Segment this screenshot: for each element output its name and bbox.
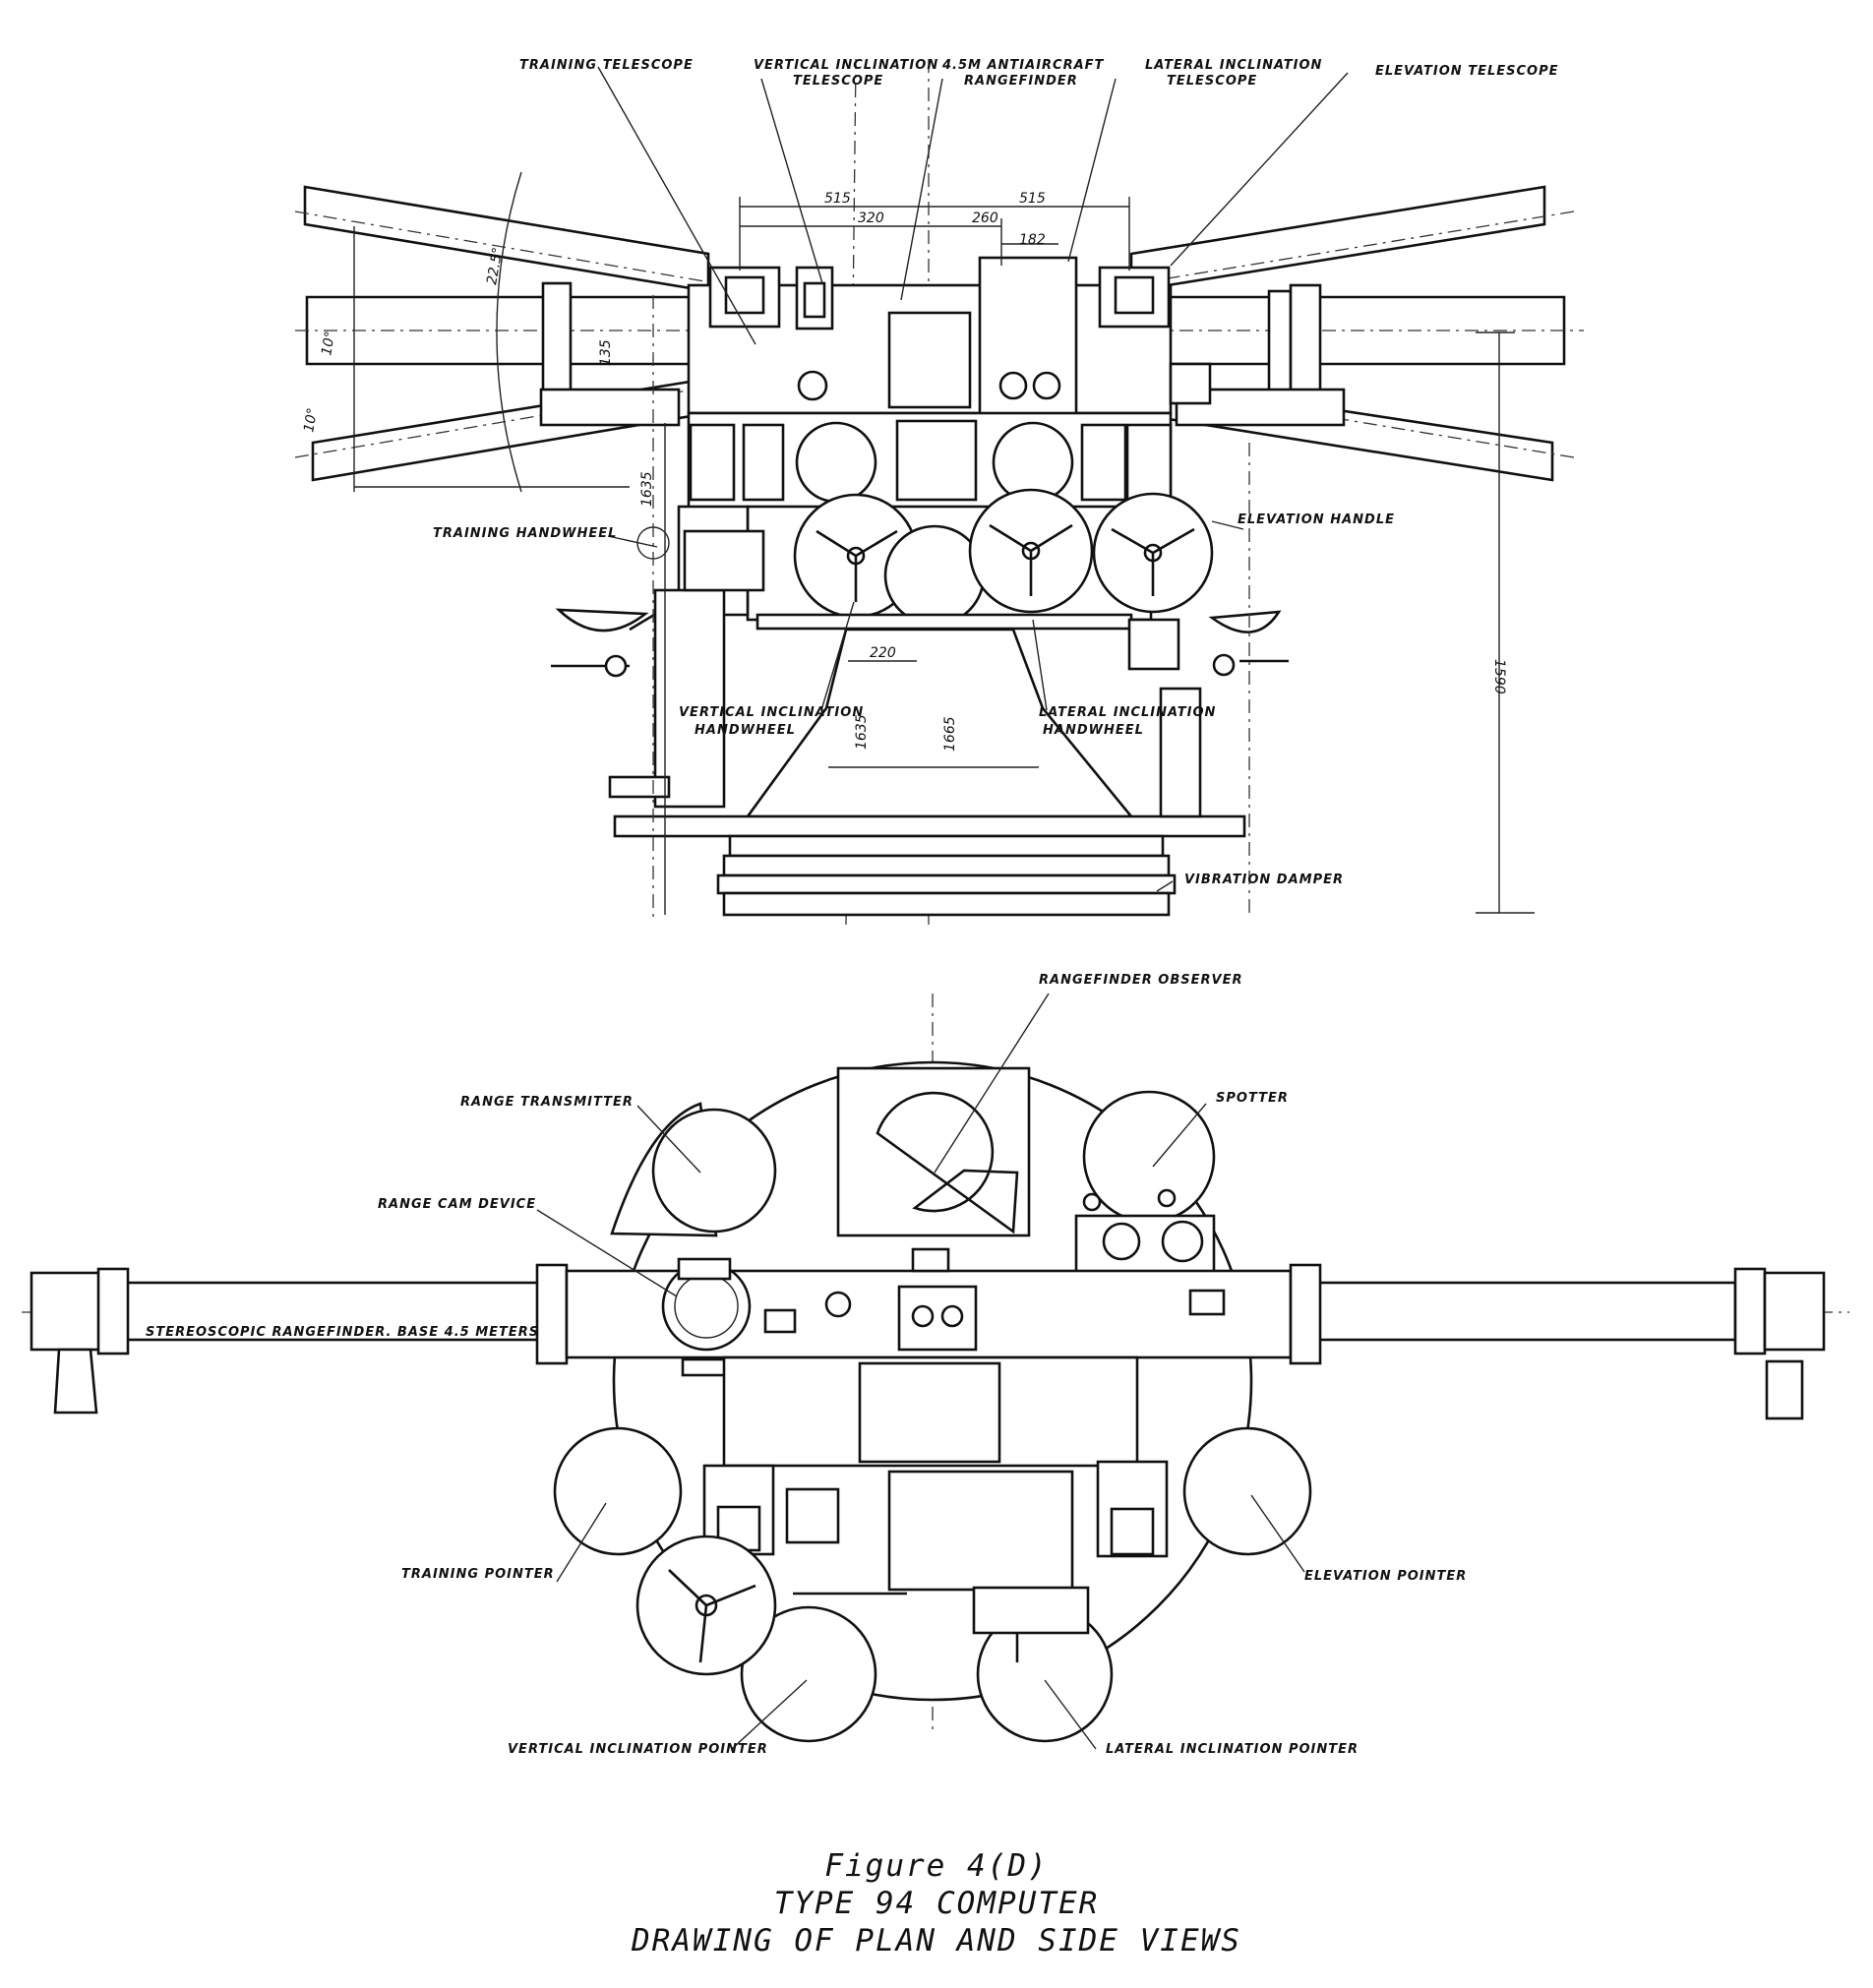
label-elevation-pointer: ELEVATION POINTER — [1304, 1569, 1467, 1584]
plan-view — [22, 993, 1849, 1750]
label-vibration-damper: VIBRATION DAMPER — [1184, 873, 1344, 887]
dim-320: 320 — [858, 211, 884, 226]
label-lateral-inclination-handwheel-2: HANDWHEEL — [1043, 723, 1144, 738]
figure-subtitle: DRAWING OF PLAN AND SIDE VIEWS — [632, 1923, 1241, 1958]
label-range-transmitter: RANGE TRANSMITTER — [460, 1095, 634, 1110]
label-antiaircraft-rangefinder-1: 4.5M ANTIAIRCRAFT — [941, 58, 1105, 73]
label-lateral-inclination-handwheel-1: LATERAL INCLINATION — [1039, 705, 1216, 720]
dim-260: 260 — [972, 211, 998, 226]
dim-1665: 1665 — [942, 716, 958, 752]
side-view-dimensions: 515 515 320 260 182 22.5° 10° 10° 135 16… — [301, 191, 1507, 752]
dim-220: 220 — [870, 645, 896, 661]
label-training-telescope: TRAINING TELESCOPE — [519, 58, 694, 73]
label-lateral-inclination-pointer: LATERAL INCLINATION POINTER — [1106, 1742, 1359, 1757]
label-lateral-inclination-telescope-1: LATERAL INCLINATION — [1145, 58, 1322, 73]
label-vertical-inclination-telescope-2: TELESCOPE — [793, 74, 883, 89]
dim-515-right: 515 — [1019, 191, 1046, 207]
dim-182: 182 — [1019, 232, 1046, 248]
label-training-handwheel: TRAINING HANDWHEEL — [433, 526, 617, 541]
label-vertical-inclination-pointer: VERTICAL INCLINATION POINTER — [508, 1742, 768, 1757]
dim-515-left: 515 — [824, 191, 851, 207]
label-vertical-inclination-handwheel-2: HANDWHEEL — [695, 723, 796, 738]
label-lateral-inclination-telescope-2: TELESCOPE — [1167, 74, 1257, 89]
label-spotter: SPOTTER — [1216, 1091, 1289, 1106]
label-stereoscopic-rangefinder: STEREOSCOPIC RANGEFINDER. BASE 4.5 METER… — [146, 1325, 539, 1340]
figure-title: TYPE 94 COMPUTER — [773, 1886, 1100, 1921]
label-rangefinder-observer: RANGEFINDER OBSERVER — [1039, 973, 1242, 988]
side-view-labels: TRAINING TELESCOPE VERTICAL INCLINATION … — [433, 58, 1558, 887]
label-training-pointer: TRAINING POINTER — [401, 1567, 555, 1582]
label-elevation-handle: ELEVATION HANDLE — [1238, 512, 1395, 527]
dim-1635-b: 1635 — [854, 714, 870, 750]
dim-1590: 1590 — [1491, 659, 1507, 694]
dim-135: 135 — [598, 339, 614, 366]
dim-10-deg-a: 10° — [319, 330, 338, 356]
dim-1635: 1635 — [639, 471, 655, 507]
label-vertical-inclination-handwheel-1: VERTICAL INCLINATION — [679, 705, 864, 720]
label-antiaircraft-rangefinder-2: RANGEFINDER — [964, 74, 1078, 89]
plan-view-labels: RANGEFINDER OBSERVER RANGE TRANSMITTER S… — [146, 973, 1467, 1757]
label-elevation-telescope: ELEVATION TELESCOPE — [1375, 64, 1558, 79]
label-range-cam-device: RANGE CAM DEVICE — [378, 1197, 536, 1212]
side-view — [294, 58, 1584, 926]
label-vertical-inclination-telescope-1: VERTICAL INCLINATION — [754, 58, 938, 73]
figure-caption: Figure 4(D) TYPE 94 COMPUTER DRAWING OF … — [0, 1847, 1873, 1959]
dim-10-deg-b: 10° — [301, 406, 321, 433]
dim-22-5-deg: 22.5° — [484, 246, 506, 285]
figure-number: Figure 4(D) — [824, 1848, 1049, 1884]
